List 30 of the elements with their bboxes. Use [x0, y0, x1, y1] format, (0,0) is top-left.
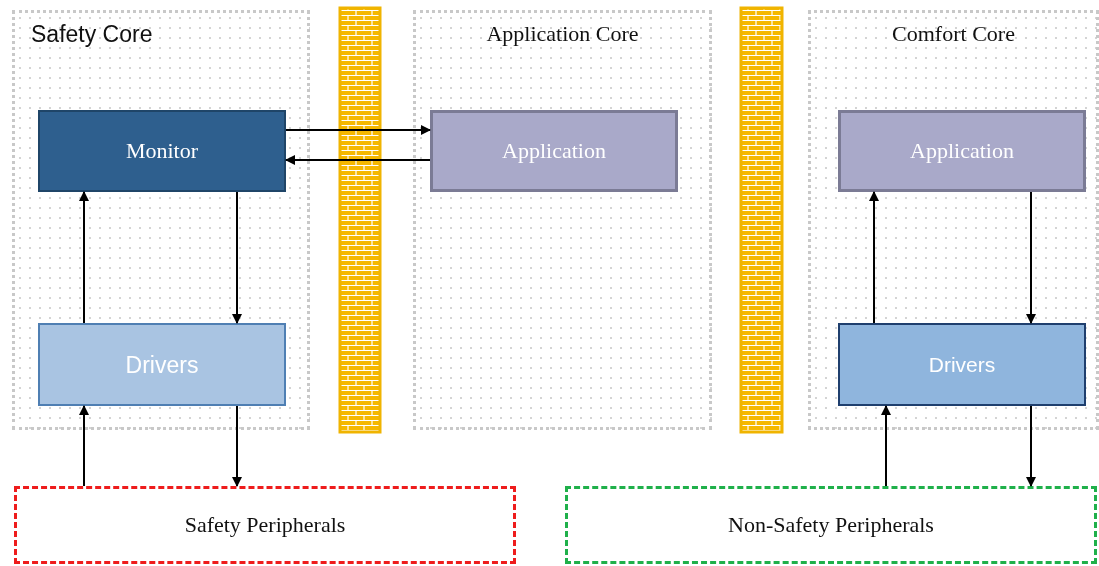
arrow — [1026, 405, 1036, 487]
arrow — [1026, 191, 1036, 324]
box-label: Application — [909, 138, 1015, 164]
core-region — [808, 10, 1099, 430]
box-label: Drivers — [927, 352, 997, 377]
arrow — [232, 191, 242, 324]
box-label: Application — [501, 138, 607, 164]
box-label: Monitor — [124, 138, 200, 164]
arrow — [232, 405, 242, 487]
core-region — [413, 10, 712, 430]
region-title: Application Core — [485, 21, 640, 47]
box-label: Safety Peripherals — [183, 512, 347, 538]
peripheral-box — [565, 486, 1097, 564]
process-box — [430, 110, 678, 192]
core-region — [12, 10, 310, 430]
arrow — [869, 191, 879, 324]
arrow — [285, 125, 431, 135]
arrow — [79, 405, 89, 487]
arrow — [881, 405, 891, 487]
process-box — [38, 323, 286, 406]
region-title: Safety Core — [31, 21, 153, 48]
arrow — [79, 191, 89, 324]
arrow — [285, 155, 431, 165]
process-box — [838, 110, 1086, 192]
process-box — [838, 323, 1086, 406]
process-box — [38, 110, 286, 192]
peripheral-box — [14, 486, 516, 564]
region-title: Comfort Core — [891, 21, 1016, 47]
box-label: Drivers — [124, 351, 200, 378]
box-label: Non-Safety Peripherals — [727, 512, 935, 538]
